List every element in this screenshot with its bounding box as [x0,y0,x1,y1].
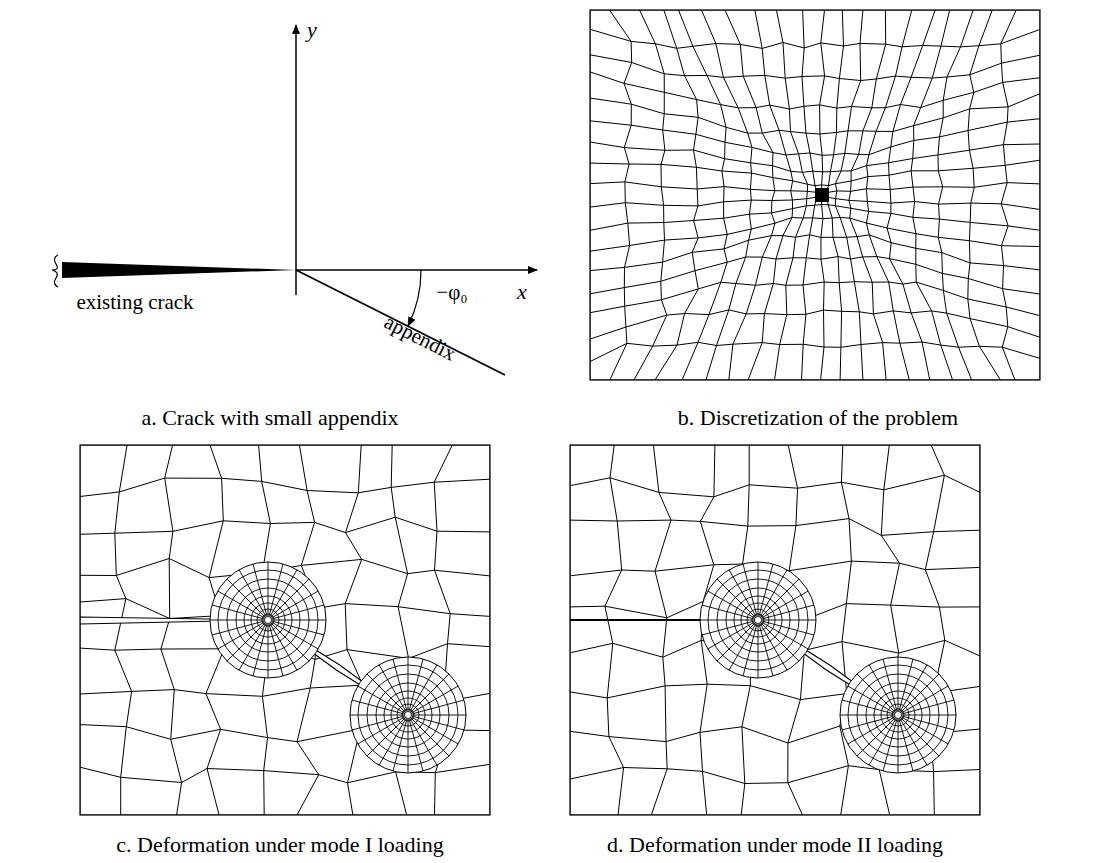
crack-label: existing crack [76,292,193,313]
panel-caption: a. Crack with small appendix [141,407,398,429]
crack-sketch [52,25,537,375]
axis-label: x [517,281,527,303]
panel-caption: b. Discretization of the problem [678,407,958,429]
mesh-panel-d [570,445,980,815]
axis-label: y [307,19,317,41]
mesh-panel-c [80,445,490,815]
mesh-panel-b [590,10,1040,380]
angle-label: −φ₀ [436,282,467,303]
panel-caption: d. Deformation under mode II loading [607,834,943,856]
appendix-label: appendix [381,311,459,364]
panel-caption: c. Deformation under mode I loading [116,834,443,856]
